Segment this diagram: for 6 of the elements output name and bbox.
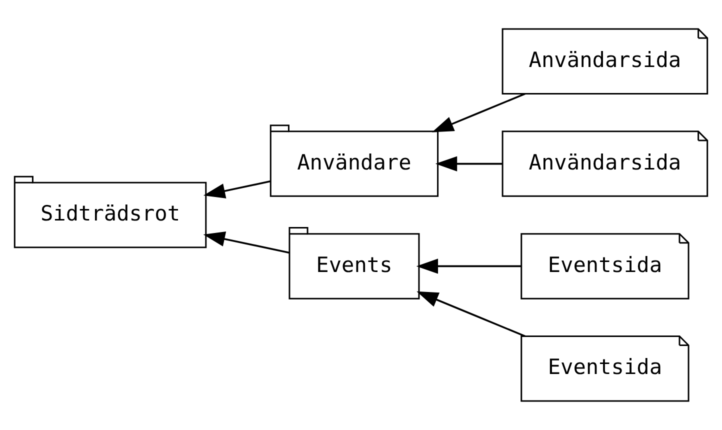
arrow (203, 232, 290, 254)
arrow (432, 92, 526, 132)
arrow (416, 291, 526, 338)
arrow (203, 180, 271, 198)
arrow (435, 156, 502, 172)
arrow (416, 258, 521, 274)
